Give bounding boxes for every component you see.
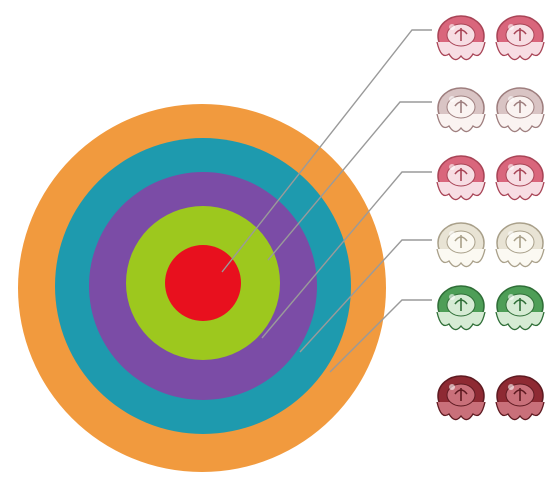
icon-row-5-right [496,286,544,330]
icon-row-1-left [437,16,485,60]
icon-row-6-right [496,376,544,420]
target-rings [18,104,386,472]
icon-row-2-right [496,88,544,132]
icon-row-2-left [437,88,485,132]
icon-grid [437,16,544,420]
bullseye [165,245,241,321]
icon-row-1-right [496,16,544,60]
icon-row-6-left [437,376,485,420]
icon-row-5-left [437,286,485,330]
icon-row-4-left [437,223,485,267]
icon-row-3-left [437,156,485,200]
icon-row-3-right [496,156,544,200]
icon-row-4-right [496,223,544,267]
